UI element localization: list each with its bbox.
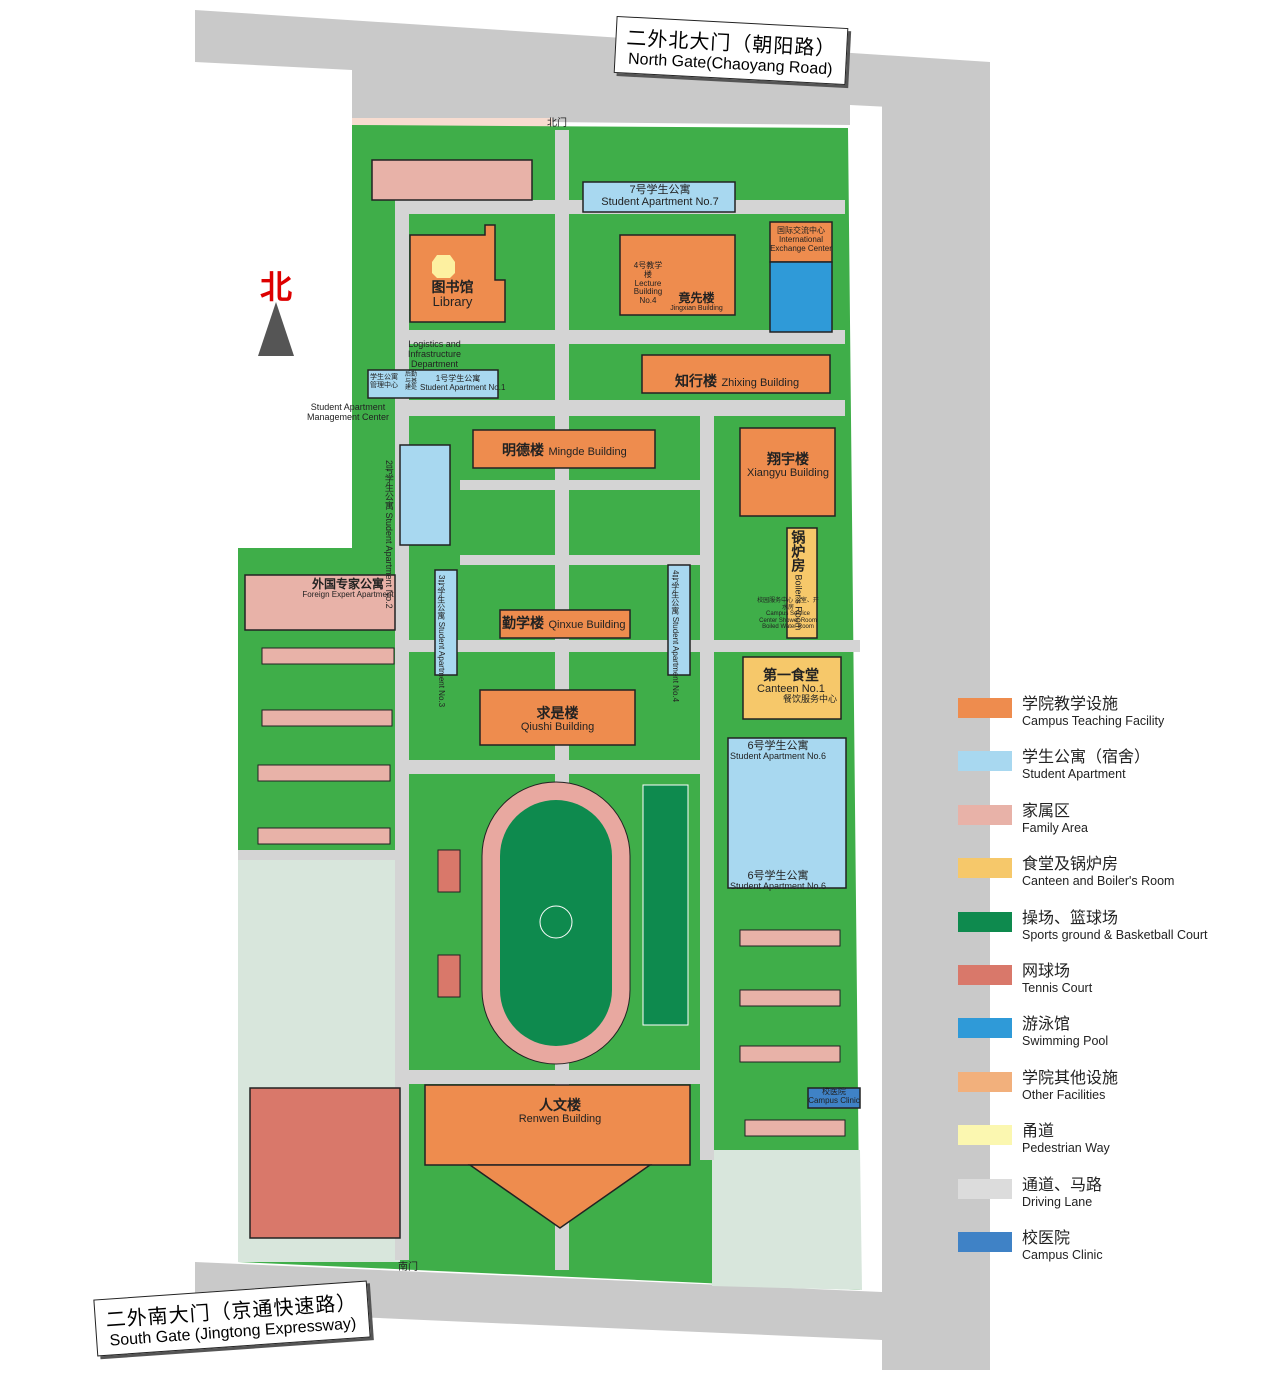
south-open-area-right: [712, 1150, 862, 1290]
legend-item: 学生公寓（宿舍）Student Apartment: [958, 743, 1208, 796]
legend-swatch: [958, 964, 1012, 985]
legend-swatch: [958, 1018, 1012, 1039]
family-building: [371, 159, 533, 201]
legend-swatch: [958, 1178, 1012, 1199]
qinxue-label: 勤学楼 Qinxue Building: [502, 615, 626, 631]
boiler-building: [786, 527, 818, 639]
legend-swatch: [958, 698, 1012, 718]
north-label: 北: [260, 269, 293, 305]
legend-swatch: [958, 1071, 1012, 1092]
apt7-building: [582, 181, 736, 213]
right-road: [882, 100, 990, 1370]
football-field: [500, 800, 612, 1046]
apt4-building: [667, 564, 691, 676]
apt-mgmt-en-label: Student Apartment Management Center: [306, 402, 390, 422]
swimming-pool: [769, 261, 833, 333]
library-building: [409, 224, 506, 323]
zhixing-building: [641, 354, 831, 394]
legend-swatch: [958, 911, 1012, 932]
logistics-cn-label: 后勤与基建处: [404, 372, 417, 392]
south-gate-small: 南门: [398, 1262, 418, 1273]
clinic-building: [807, 1087, 861, 1109]
center-circle: [539, 905, 573, 939]
boiler-label: 锅炉房 Boiler's Room: [790, 530, 807, 631]
apt2-label: 2号学生公寓 Student Apartment No.2: [383, 460, 394, 609]
legend-swatch: [958, 1231, 1012, 1252]
top-road: [195, 10, 990, 125]
north-gate-callout: 二外北大门（朝阳路） North Gate(Chaoyang Road): [613, 15, 849, 86]
library-dome: [432, 255, 455, 278]
apt6-building: [727, 737, 847, 889]
intl-center: [769, 221, 833, 263]
family-rows: [257, 647, 846, 1137]
qinxue-building: [499, 609, 631, 639]
zhixing-label: 知行楼 Zhixing Building: [675, 373, 800, 389]
renwen-building: [424, 1084, 691, 1166]
legend-swatch: [958, 1125, 1012, 1146]
north-gate-small: 北门: [547, 118, 567, 129]
logistics-label: Logistics and Infrastructure Department: [407, 339, 462, 369]
xiangyu-building: [739, 427, 836, 517]
renwen-wing: [467, 1164, 653, 1229]
apt3-label: 3号学生公寓 Student Apartment No.3: [436, 575, 446, 708]
apt-mgmt-cn-label: 学生公寓管理中心: [370, 374, 398, 389]
legend-swatch: [958, 751, 1012, 772]
apt4-label: 4号学生公寓 Student Apartment No.4: [670, 570, 680, 703]
legend-swatch: [958, 858, 1012, 879]
tennis-court: [249, 1087, 401, 1239]
lecture4-building: [619, 234, 736, 316]
apt1-building: [367, 369, 499, 399]
foreign-expert-apartment: [244, 574, 396, 631]
apt3-building: [434, 569, 458, 676]
canteen-building: [742, 656, 842, 720]
north-arrow: [258, 302, 294, 356]
legend-swatch: [958, 804, 1012, 825]
basketball-courts: [642, 784, 689, 1026]
qiushi-building: [479, 689, 636, 746]
mingde-building: [472, 429, 656, 469]
apt2-building: [399, 444, 451, 546]
mingde-label: 明德楼 Mingde Building: [502, 442, 627, 458]
